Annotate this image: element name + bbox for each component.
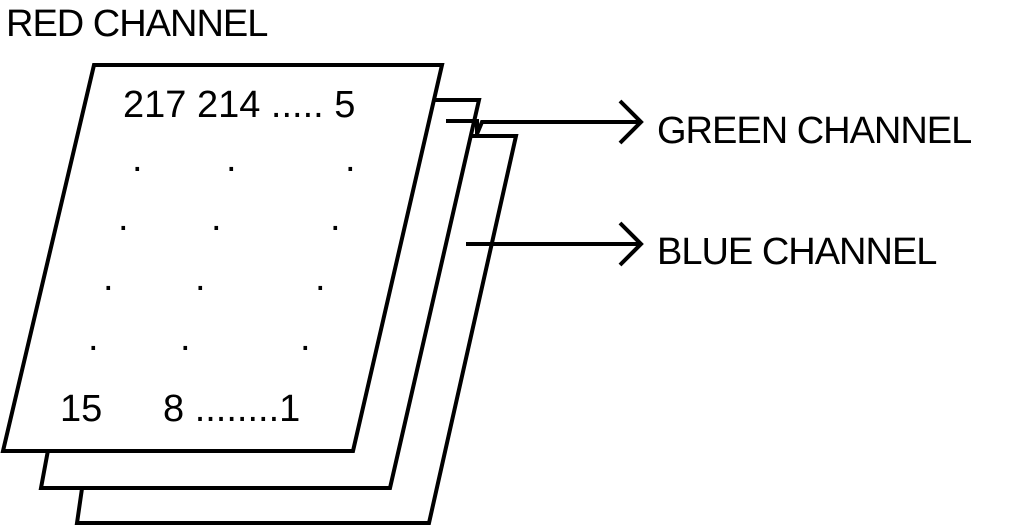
blue-channel-label: BLUE CHANNEL [657,231,936,273]
matrix-dots: . . . . . . . . . . . . [88,138,356,359]
matrix-dot: . [211,197,222,239]
matrix-dot: . [103,257,114,299]
red-channel-sheet [0,63,445,453]
matrix-dot: . [132,138,143,180]
matrix-dot: . [300,317,311,359]
matrix-dot: . [180,317,191,359]
matrix-dot: . [195,257,206,299]
green-channel-label: GREEN CHANNEL [657,110,971,152]
red-channel-label: RED CHANNEL [6,3,267,45]
matrix-dot: . [345,138,356,180]
green-channel-arrow [446,99,644,145]
matrix-bottom-right: 8 ........1 [163,388,300,430]
matrix-dot: . [88,317,99,359]
matrix-bottom-left: 15 [60,388,102,430]
matrix-top-row: 217 214 ..... 5 [123,84,355,126]
matrix-dot: . [330,197,341,239]
matrix-dot: . [315,257,326,299]
matrix-dot: . [118,197,129,239]
matrix-dot: . [226,138,237,180]
blue-channel-arrow [466,221,644,267]
